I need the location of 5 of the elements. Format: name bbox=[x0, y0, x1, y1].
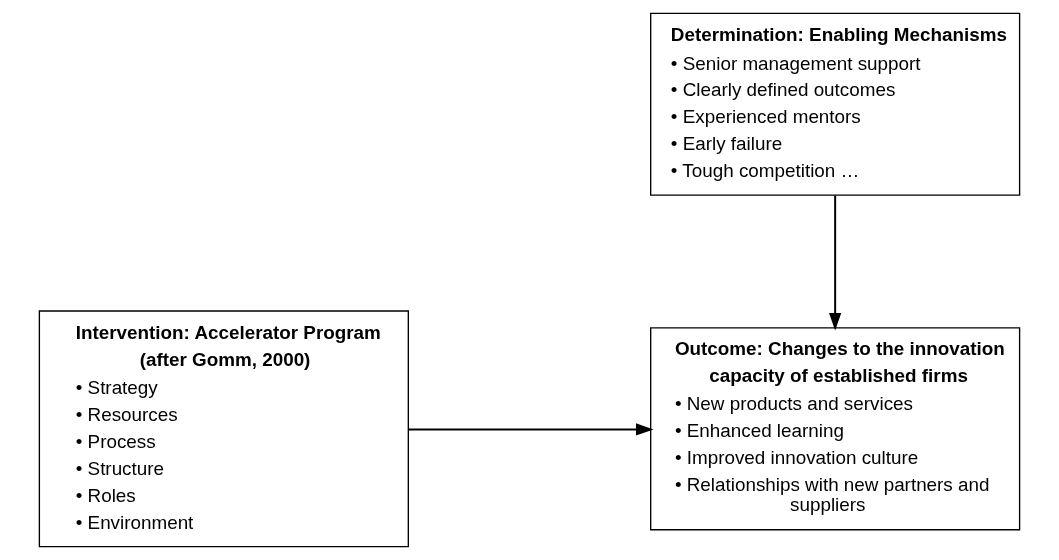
arrow bbox=[408, 423, 654, 436]
node-box: Intervention: Accelerator Program (after Gomm, 2000) • Strategy • Resources • Process • Structure • Roles • Environment bbox=[38, 310, 409, 548]
arrow bbox=[829, 195, 842, 331]
node-box: Determination: Enabling Mechanisms • Senior management support • Clearly defined outcomes • Experienced mentors • Early failure • Tough competition … bbox=[650, 12, 1021, 196]
node-box: Outcome: Changes to the innovation capacity of established firms • New products and services • Enhanced learning • Improved innovation culture • Relationships with new partners and suppliers bbox=[650, 327, 1021, 531]
